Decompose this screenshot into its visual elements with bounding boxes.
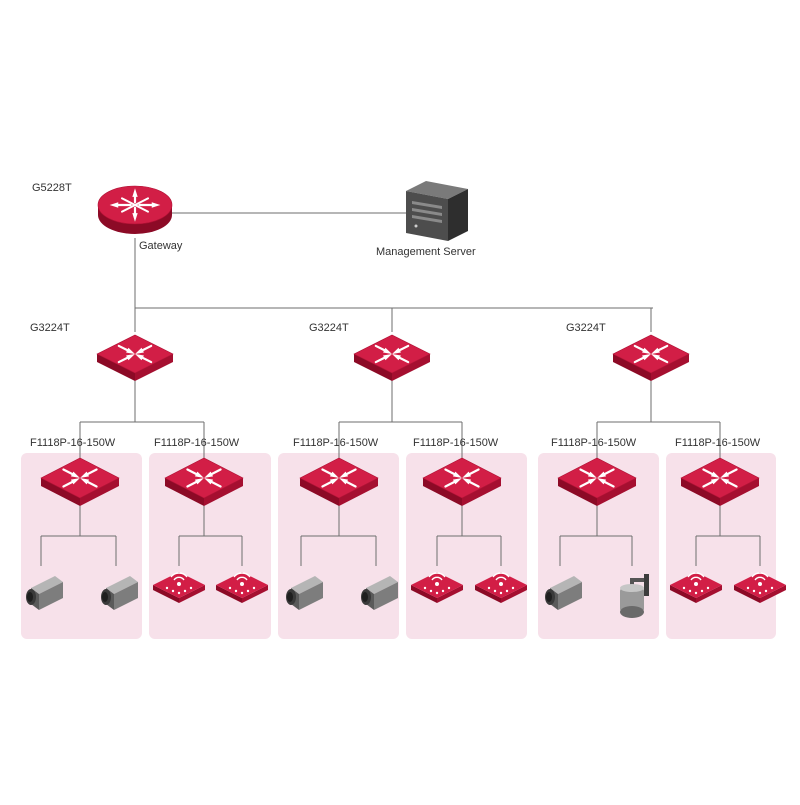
- aggregation-switch-1-label: G3224T: [30, 322, 70, 334]
- access-switch-1-label: F1118P-16-150W: [30, 437, 116, 449]
- gateway-model-label: G5228T: [32, 182, 72, 194]
- management-server-icon: [406, 181, 468, 241]
- bullet-camera-icon: [26, 576, 63, 610]
- access-switch-3-label: F1118P-16-150W: [293, 437, 379, 449]
- gateway-role-label: Gateway: [139, 240, 183, 252]
- wireless-ap-icon: [216, 572, 268, 603]
- access-switch-icon: [299, 457, 379, 506]
- wireless-ap-icon: [734, 572, 786, 603]
- wireless-ap-icon: [475, 572, 527, 603]
- wireless-ap-icon: [670, 572, 722, 603]
- access-switch-2-label: F1118P-16-150W: [154, 437, 240, 449]
- access-switch-5-label: F1118P-16-150W: [551, 437, 637, 449]
- bullet-camera-icon: [101, 576, 138, 610]
- gateway-router-icon: [97, 185, 173, 234]
- access-switch-icon: [422, 457, 502, 506]
- bullet-camera-icon: [545, 576, 582, 610]
- bullet-camera-icon: [286, 576, 323, 610]
- access-switch-icon: [680, 457, 760, 506]
- dome-camera-icon: [620, 574, 649, 618]
- access-switch-6-label: F1118P-16-150W: [675, 437, 761, 449]
- bullet-camera-icon: [361, 576, 398, 610]
- access-switch-icon: [557, 457, 637, 506]
- access-switch-icon: [40, 457, 120, 506]
- aggregation-switch-2-label: G3224T: [309, 322, 349, 334]
- aggregation-switch-icon: [353, 334, 431, 381]
- management-server-label: Management Server: [376, 246, 476, 258]
- wireless-ap-icon: [153, 572, 205, 603]
- access-switch-icon: [164, 457, 244, 506]
- access-switch-4-label: F1118P-16-150W: [413, 437, 499, 449]
- aggregation-switch-3-label: G3224T: [566, 322, 606, 334]
- aggregation-switch-icon: [96, 334, 174, 381]
- wireless-ap-icon: [411, 572, 463, 603]
- aggregation-switch-icon: [612, 334, 690, 381]
